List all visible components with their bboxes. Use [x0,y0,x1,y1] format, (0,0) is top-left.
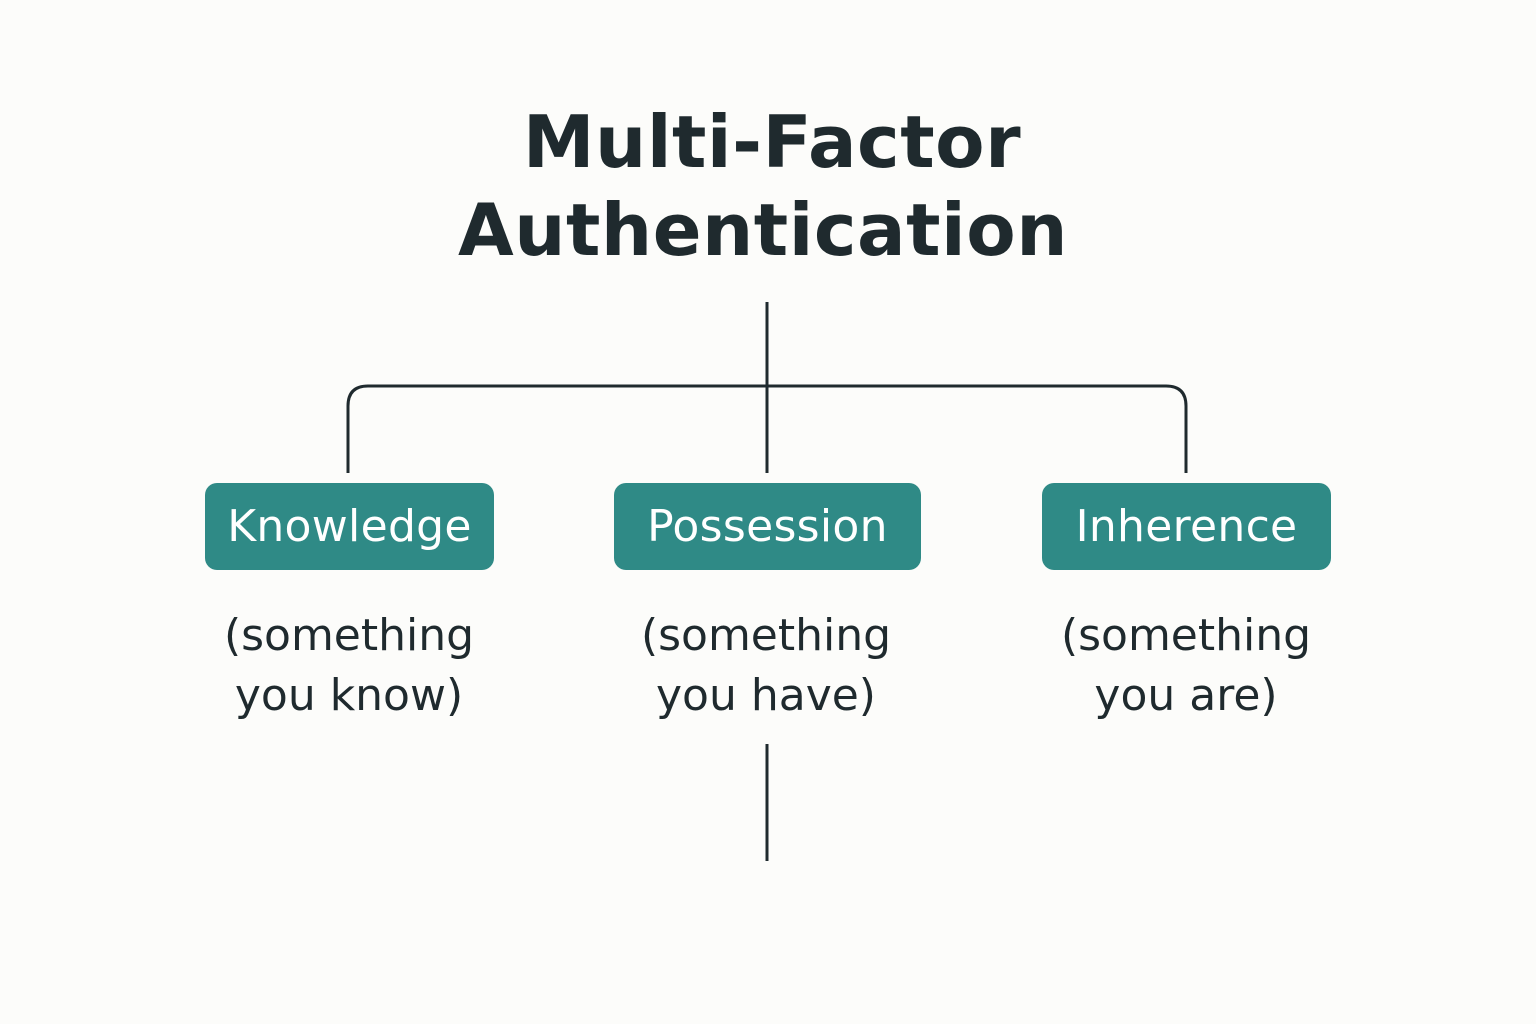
connector-branch [346,384,1188,473]
factor-label-possession: Possession [647,501,888,552]
factor-description-possession: (something you have) [586,606,946,726]
description-line-2: you are) [1094,670,1278,721]
factor-box-inherence: Inherence [1042,483,1331,570]
title-line-2: Authentication [458,188,1068,272]
description-line-1: (something [640,610,892,661]
description-line-1: (something [1060,610,1312,661]
factor-label-knowledge: Knowledge [227,501,472,552]
description-line-1: (something [223,610,475,661]
factor-box-knowledge: Knowledge [205,483,494,570]
description-line-2: you have) [656,670,876,721]
factor-description-inherence: (something you are) [1006,606,1366,726]
factor-box-possession: Possession [614,483,921,570]
factor-label-inherence: Inherence [1075,501,1298,552]
description-line-2: you know) [234,670,464,721]
diagram-title: Multi-Factor Authentication [0,98,1536,274]
title-line-1: Multi-Factor [522,100,1022,184]
factor-description-knowledge: (something you know) [169,606,529,726]
